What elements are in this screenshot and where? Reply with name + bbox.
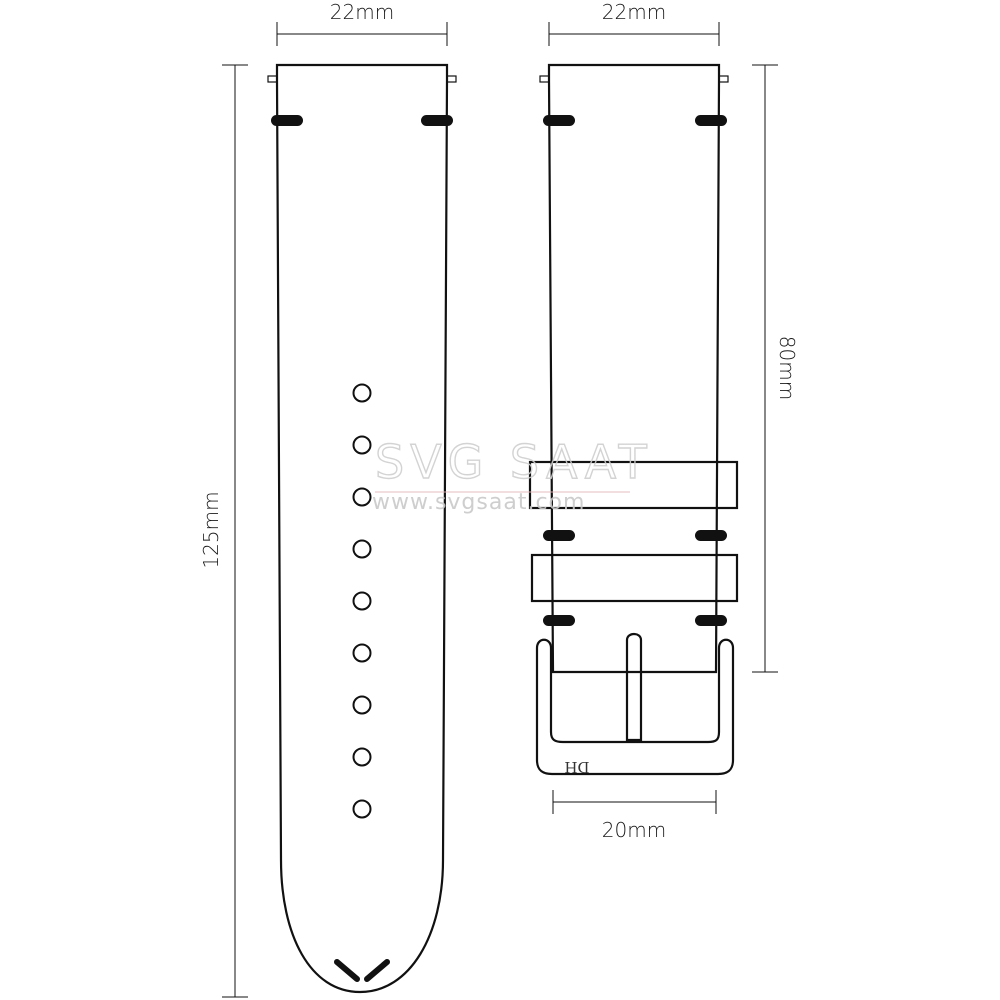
strap-keeper-upper [528,460,739,510]
strap-slot [271,115,303,126]
buckle-frame [535,638,735,776]
dimension-label: 80mm [775,336,799,400]
strap-slot [421,115,453,126]
dimension-label: 20mm [602,818,666,842]
strap-slot [543,615,575,626]
strap-hole [352,643,372,663]
strap-hole [352,591,372,611]
dimension-long-strap-length: 125mm [199,64,248,998]
buckle-brand-mark: DH [564,758,589,776]
buckle-prong [625,632,643,742]
watermark: SVG SAAT www.svgsaat.com [372,434,653,515]
dimension-label: 22mm [330,0,394,24]
strap-hole [352,383,372,403]
strap-hole [352,695,372,715]
long-strap-outline [275,63,449,994]
strap-holes [352,383,372,819]
dimension-label: 125mm [199,491,223,568]
spring-bar-pin-right [446,75,457,83]
strap-slot [695,615,727,626]
short-strap-outline [547,63,721,674]
strap-hole [352,799,372,819]
strap-hole [352,539,372,559]
strap-hole [352,747,372,767]
strap-hole [352,435,372,455]
strap-slot [543,530,575,541]
watermark-url: www.svgsaat.com [372,490,585,515]
strap-slot [695,530,727,541]
watermark-brand: SVG SAAT [375,435,653,489]
spring-bar-pin-right [718,75,729,83]
dimension-label: 22mm [602,0,666,24]
spring-bar-pin-left [539,75,550,83]
long-strap [267,63,457,994]
strap-slot [695,115,727,126]
strap-tip-chevron [334,959,390,982]
short-strap: DH [528,63,739,776]
dimension-short-strap-length: 80mm [752,64,799,673]
dimension-buckle-width: 20mm [552,790,717,842]
strap-hole [352,487,372,507]
strap-keeper-lower [530,553,739,603]
dimension-long-strap-width: 22mm [276,0,448,46]
dimension-short-strap-width: 22mm [548,0,720,46]
spring-bar-pin-left [267,75,278,83]
strap-slot [543,115,575,126]
